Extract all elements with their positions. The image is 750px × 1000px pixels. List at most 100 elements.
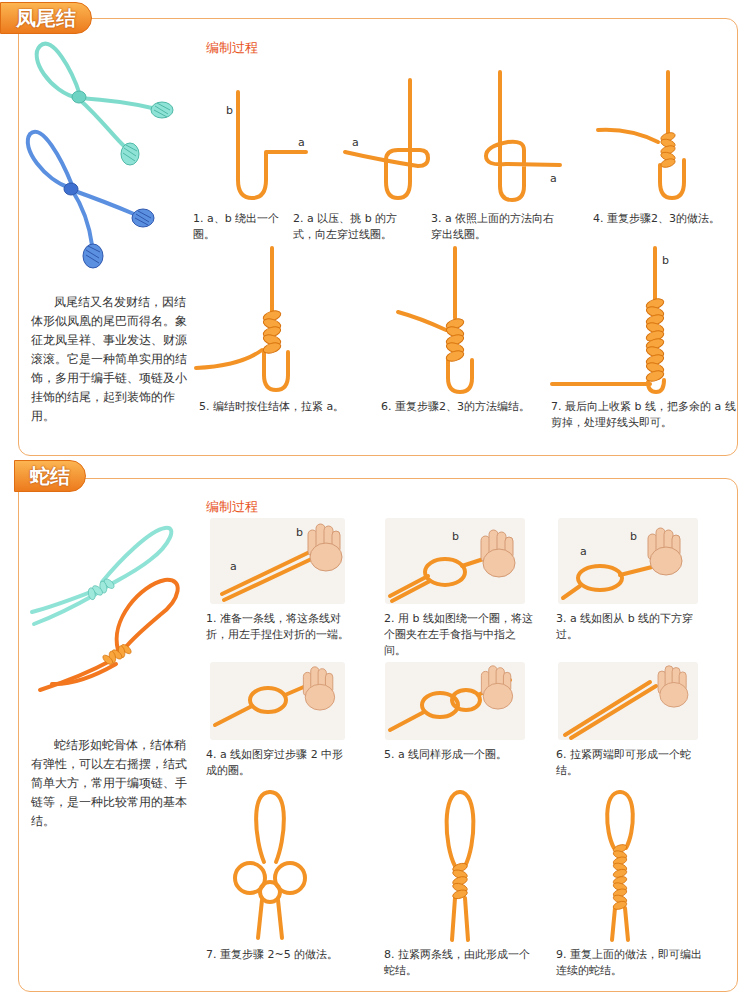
step-photos xyxy=(390,712,424,730)
fengwei-steps xyxy=(666,72,670,140)
snake-photo xyxy=(34,594,96,624)
fengwei-steps xyxy=(552,382,650,386)
step-photos xyxy=(565,682,650,735)
strand-letter: b xyxy=(630,530,637,543)
step-photos xyxy=(481,530,515,577)
fengwei-photo xyxy=(86,246,100,263)
step-photos xyxy=(308,524,342,571)
fengwei-coils xyxy=(645,297,665,343)
step-photos xyxy=(215,548,680,738)
fengwei-coils xyxy=(645,337,665,383)
fengwei-steps xyxy=(448,360,472,392)
step-photos xyxy=(210,518,345,604)
step-photos xyxy=(558,518,698,604)
snake-steps xyxy=(612,908,615,940)
step-photos xyxy=(385,518,525,604)
step-photos xyxy=(658,666,688,707)
section-heading: 编制过程 xyxy=(206,39,326,57)
step-photos xyxy=(563,586,580,598)
strand-letter: a xyxy=(298,136,305,149)
step-photos xyxy=(215,706,252,725)
snake-coils xyxy=(452,862,469,901)
fengwei-photo xyxy=(123,145,137,161)
section-tab: 蛇结 xyxy=(14,460,86,492)
strand-letter: b xyxy=(452,530,459,543)
step-caption: 5. 编结时按住结体，拉紧 a。 xyxy=(199,399,364,415)
step-caption: 5. a 线同样形成一个圈。 xyxy=(384,747,534,763)
snake-photo xyxy=(52,664,116,684)
fengwei-photo xyxy=(37,44,80,98)
step-photos xyxy=(578,566,622,590)
fengwei-photo xyxy=(64,183,78,195)
snake-steps xyxy=(256,792,270,862)
step-caption: 1. 准备一条线，将这条线对折，用左手捏住对折的一端。 xyxy=(206,611,351,643)
section-heading: 编制过程 xyxy=(206,498,326,516)
snake-steps xyxy=(235,792,633,940)
intro-text: 蛇结形如蛇骨体，结体稍有弹性，可以左右摇摆，结式简单大方，常用于编项链、手链等，… xyxy=(31,736,193,831)
fengwei-photo xyxy=(83,244,103,268)
step-photos xyxy=(222,548,318,594)
step-caption: 6. 拉紧两端即可形成一个蛇结。 xyxy=(556,747,706,779)
fengwei-photo xyxy=(37,44,152,146)
snake-steps xyxy=(465,898,468,940)
instruction-panel: 编制过程凤尾结又名发财结，因结体形似凤凰的尾巴而得名。象征龙凤呈祥、事业发达、财… xyxy=(18,18,738,456)
fengwei-steps xyxy=(196,72,684,392)
fengwei-coils xyxy=(660,131,676,169)
fengwei-coils xyxy=(262,131,676,383)
fengwei-photo xyxy=(135,211,151,225)
strand-letter: a xyxy=(230,560,237,573)
fengwei-steps xyxy=(598,130,658,142)
step-photos xyxy=(452,690,480,710)
fengwei-steps xyxy=(345,80,428,198)
step-caption: 4. 重复步骤2、3的做法。 xyxy=(593,211,738,227)
snake-photo xyxy=(100,641,133,668)
fengwei-photo xyxy=(154,103,170,117)
snake-photo xyxy=(32,528,178,690)
fengwei-steps xyxy=(238,92,306,198)
step-caption: 2. a 以压、挑 b 的方式，向左穿过线圈。 xyxy=(293,211,418,243)
fengwei-steps xyxy=(196,350,262,368)
step-caption: 4. a 线如图穿过步骤 2 中形成的圈。 xyxy=(206,747,351,779)
step-photos xyxy=(392,581,430,601)
snake-steps xyxy=(460,792,473,866)
fengwei-photo xyxy=(28,132,72,188)
fengwei-photo xyxy=(72,190,134,214)
fengwei-photo xyxy=(80,100,124,146)
instruction-panel: 编制过程蛇结形如蛇骨体，结体稍有弹性，可以左右摇摆，结式简单大方，常用于编项链、… xyxy=(18,478,738,992)
step-caption: 8. 拉紧两条线，由此形成一个蛇结。 xyxy=(384,947,534,979)
fengwei-photo xyxy=(72,91,86,103)
step-photos xyxy=(481,666,512,709)
step-caption: 3. a 依照上面的方法向右穿出线圈。 xyxy=(431,211,556,243)
fengwei-steps xyxy=(648,380,664,392)
step-caption: 7. 重复步骤 2~5 的做法。 xyxy=(206,947,351,963)
fengwei-steps xyxy=(653,248,657,300)
snake-coils xyxy=(612,875,627,911)
fengwei-steps xyxy=(270,248,274,312)
snake-steps xyxy=(607,792,620,848)
step-photos xyxy=(210,662,345,740)
strand-letter: b xyxy=(662,254,669,267)
fengwei-photo xyxy=(132,209,154,227)
step-photos xyxy=(385,662,525,740)
fengwei-photo xyxy=(121,143,139,165)
strand-letter: b xyxy=(296,526,303,539)
fengwei-steps xyxy=(453,248,457,318)
fengwei-photo xyxy=(80,98,152,108)
snake-photo xyxy=(32,528,178,690)
fengwei-steps xyxy=(264,352,288,390)
snake-steps xyxy=(452,898,455,940)
snake-steps xyxy=(620,792,633,848)
fengwei-coils xyxy=(445,317,465,363)
snake-steps xyxy=(270,792,284,862)
step-caption: 7. 最后向上收紧 b 线，把多余的 a 线剪掉，处理好线头即可。 xyxy=(551,399,736,431)
step-caption: 2. 用 b 线如图绕一个圈，将这个圈夹在左手食指与中指之间。 xyxy=(384,611,534,659)
step-caption: 9. 重复上面的做法，即可编出连续的蛇结。 xyxy=(556,947,706,979)
snake-steps xyxy=(278,900,282,938)
snake-steps xyxy=(625,908,628,940)
snake-coils xyxy=(612,843,627,879)
step-photos xyxy=(648,528,682,575)
snake-coils xyxy=(452,843,628,911)
step-caption: 1. a、b 绕出一个圈。 xyxy=(193,211,288,243)
